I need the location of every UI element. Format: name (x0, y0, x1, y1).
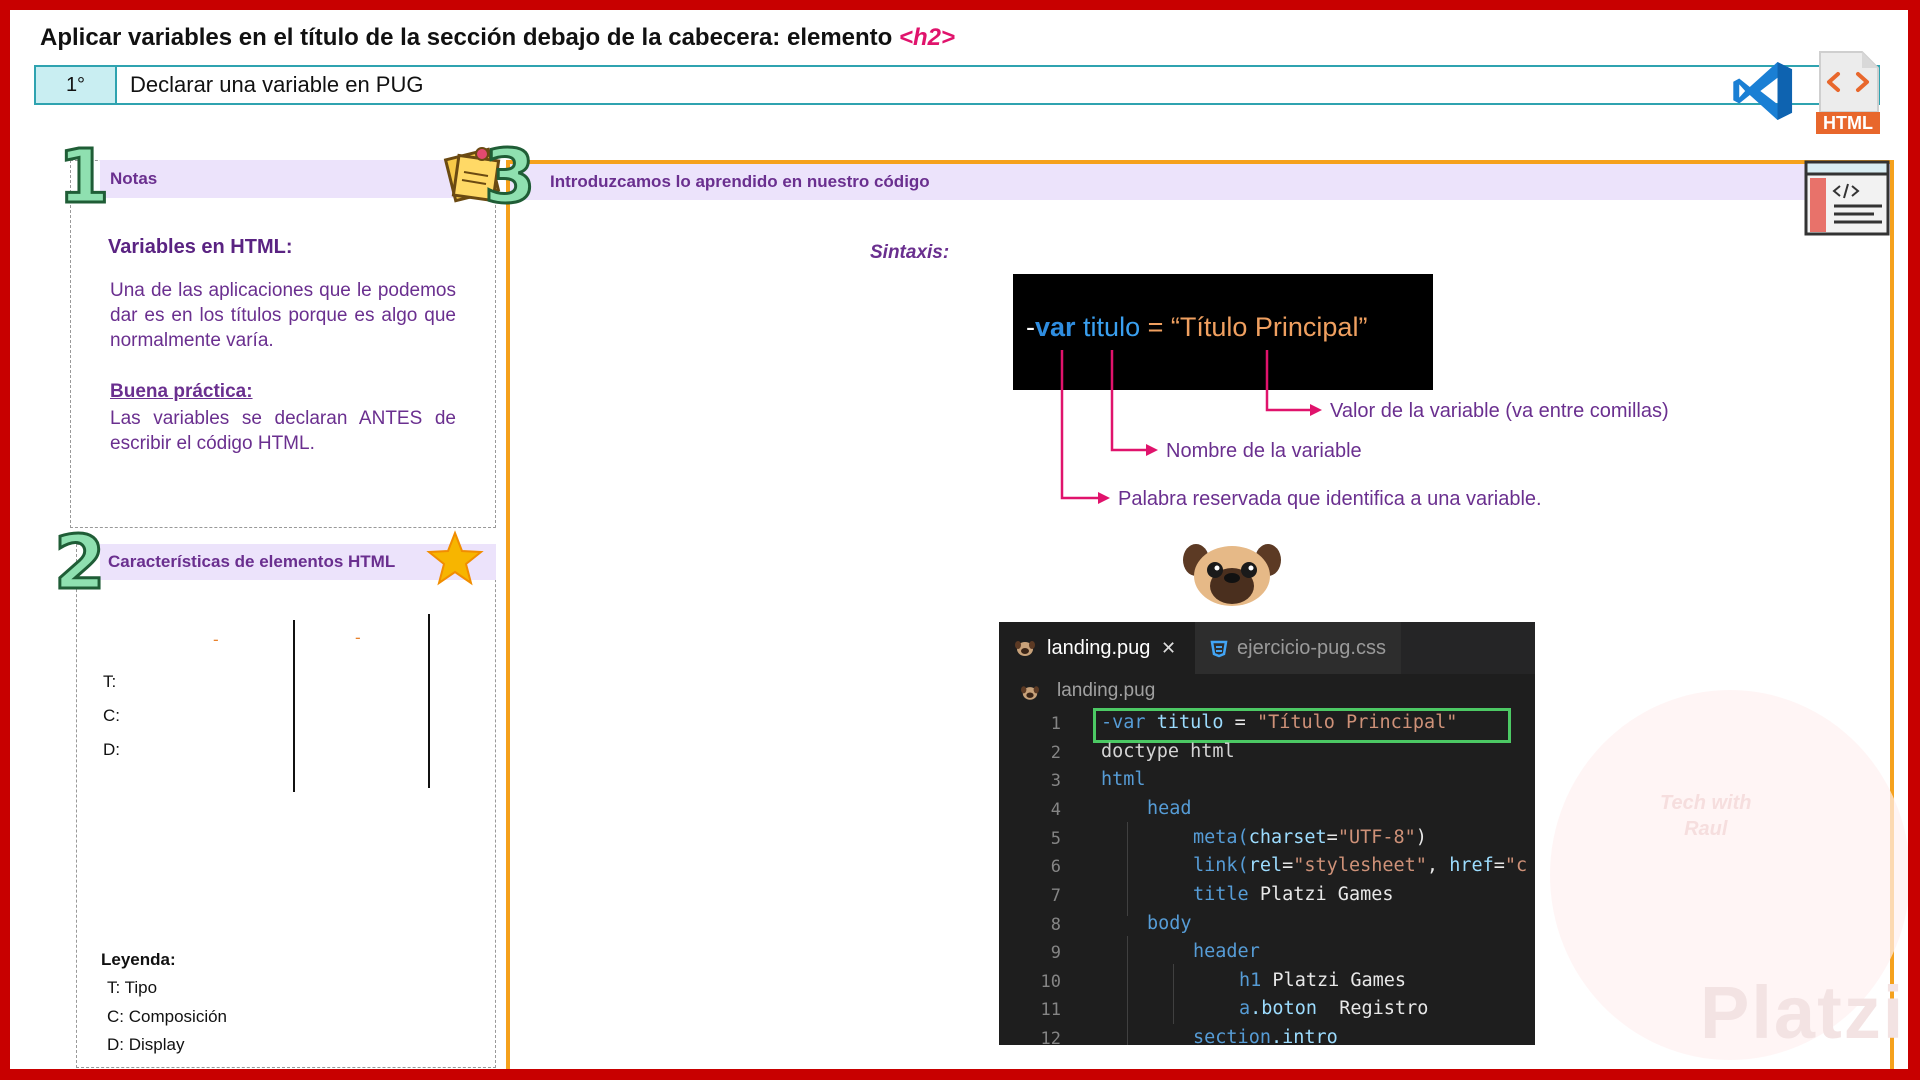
sticky-note-icon (443, 147, 501, 203)
column-divider-2 (428, 614, 430, 788)
code-line-5: meta(charset="UTF-8") (1193, 827, 1427, 848)
line-number: 5 (1050, 829, 1061, 849)
line-number: 7 (1050, 886, 1061, 906)
pug-file-icon (1015, 641, 1035, 656)
pug-icon (1183, 544, 1281, 606)
syntax-value: “Título Principal” (1170, 312, 1368, 342)
code-line-10: h1 Platzi Games (1239, 970, 1407, 991)
syntax-code: -var titulo = “Título Principal” (1026, 312, 1368, 342)
line-number: 6 (1050, 857, 1061, 877)
breadcrumb-pug-icon (1021, 686, 1039, 700)
characteristics-number: 2 (53, 520, 107, 606)
legend-item-composition: C: Composición (107, 1007, 227, 1026)
notes-heading: Notas (110, 169, 158, 188)
css-file-icon (1210, 640, 1228, 658)
code-window-icon (1804, 160, 1890, 236)
characteristics-heading: Características de elementos HTML (108, 552, 396, 571)
annotation-name: Nombre de la variable (1166, 440, 1362, 462)
slide-title: Aplicar variables en el título de la sec… (40, 24, 955, 52)
column-divider-1 (293, 620, 295, 792)
indent-guide (1127, 822, 1128, 916)
annotation-value: Valor de la variable (va entre comillas) (1330, 400, 1669, 422)
syntax-keyword: var (1035, 312, 1076, 342)
column-dash-1: - (213, 630, 219, 649)
close-icon[interactable]: ✕ (1161, 638, 1177, 658)
legend-title: Leyenda: (101, 950, 176, 969)
watermark-brand: Platzi (1700, 971, 1906, 1054)
line-number: 11 (1040, 1000, 1061, 1020)
code-editor: landing.pug ✕ ejercicio-pug.css landing.… (999, 622, 1535, 1045)
code-line-7: title Platzi Games (1193, 884, 1394, 905)
column-dash-2: - (355, 628, 361, 647)
good-practice-title: Buena práctica: (110, 381, 253, 402)
html-badge: HTML (1816, 112, 1880, 134)
line-number: 1 (1050, 714, 1061, 734)
code-line-12: section.intro (1193, 1027, 1338, 1045)
file-shape-icon (1819, 51, 1879, 113)
line-number: 4 (1050, 800, 1061, 820)
code-panel (506, 160, 1894, 1069)
syntax-label: Sintaxis: (870, 242, 950, 263)
highlight-box (1093, 708, 1511, 743)
notes-title: Variables en HTML: (108, 236, 293, 258)
indent-guide (1127, 936, 1128, 1045)
code-number: 3 (483, 134, 537, 220)
good-practice-text: Las variables se declaran ANTES de escri… (110, 408, 456, 454)
step-text: Declarar una variable en PUG (130, 72, 424, 97)
code-header: Introduzcamos lo aprendido en nuestro có… (510, 164, 1890, 200)
code-line-2: doctype html (1101, 741, 1235, 762)
step-bar: 1° Declarar una variable en PUG (34, 65, 1880, 105)
slide-title-tag: <h2> (899, 24, 956, 51)
notes-header: Notas (100, 160, 496, 198)
star-icon (426, 530, 484, 586)
row-label-type: T: (103, 672, 117, 691)
notes-paragraph: Una de las aplicaciones que le podemos d… (110, 280, 456, 351)
line-number: 10 (1040, 972, 1061, 992)
code-heading: Introduzcamos lo aprendido en nuestro có… (550, 172, 930, 191)
line-number: 2 (1050, 743, 1061, 763)
line-number: 12 (1040, 1029, 1061, 1045)
legend-item-display: D: Display (107, 1035, 185, 1054)
legend-item-type: T: Tipo (107, 978, 158, 997)
syntax-box (1013, 274, 1433, 390)
code-line-6: link(rel="stylesheet", href="c (1193, 855, 1528, 876)
characteristics-header: Características de elementos HTML (100, 544, 496, 580)
tab-landing-pug[interactable]: landing.pug ✕ (999, 622, 1195, 674)
line-number: 9 (1050, 943, 1061, 963)
row-label-composition: C: (103, 706, 120, 725)
step-number: 1° (36, 67, 117, 103)
indent-guide (1173, 964, 1174, 1024)
annotation-arrows (1060, 350, 1322, 504)
tab-ejercicio-css-label: ejercicio-pug.css (1237, 637, 1386, 659)
line-number: 3 (1050, 771, 1061, 791)
code-line-1: -var titulo = "Título Principal" (1101, 712, 1458, 733)
slide-title-text: Aplicar variables en el título de la sec… (40, 24, 899, 51)
tab-landing-pug-label: landing.pug (1047, 637, 1151, 659)
line-number: 8 (1050, 915, 1061, 935)
code-line-3: html (1101, 769, 1146, 790)
code-line-11: a.boton Registro (1239, 998, 1429, 1019)
code-line-8: body (1147, 913, 1192, 934)
notes-number: 1 (57, 134, 111, 220)
watermark-badge (1550, 690, 1908, 1060)
vscode-icon (1733, 61, 1793, 121)
editor-breadcrumb[interactable]: landing.pug (1057, 680, 1156, 701)
code-line-4: head (1147, 798, 1192, 819)
tab-ejercicio-css[interactable]: ejercicio-pug.css (1195, 622, 1401, 674)
annotation-keyword: Palabra reservada que identifica a una v… (1118, 488, 1542, 510)
html-file-icon: HTML (1816, 50, 1880, 134)
syntax-name: titulo (1075, 312, 1141, 342)
row-label-display: D: (103, 740, 120, 759)
code-line-9: header (1193, 941, 1260, 962)
